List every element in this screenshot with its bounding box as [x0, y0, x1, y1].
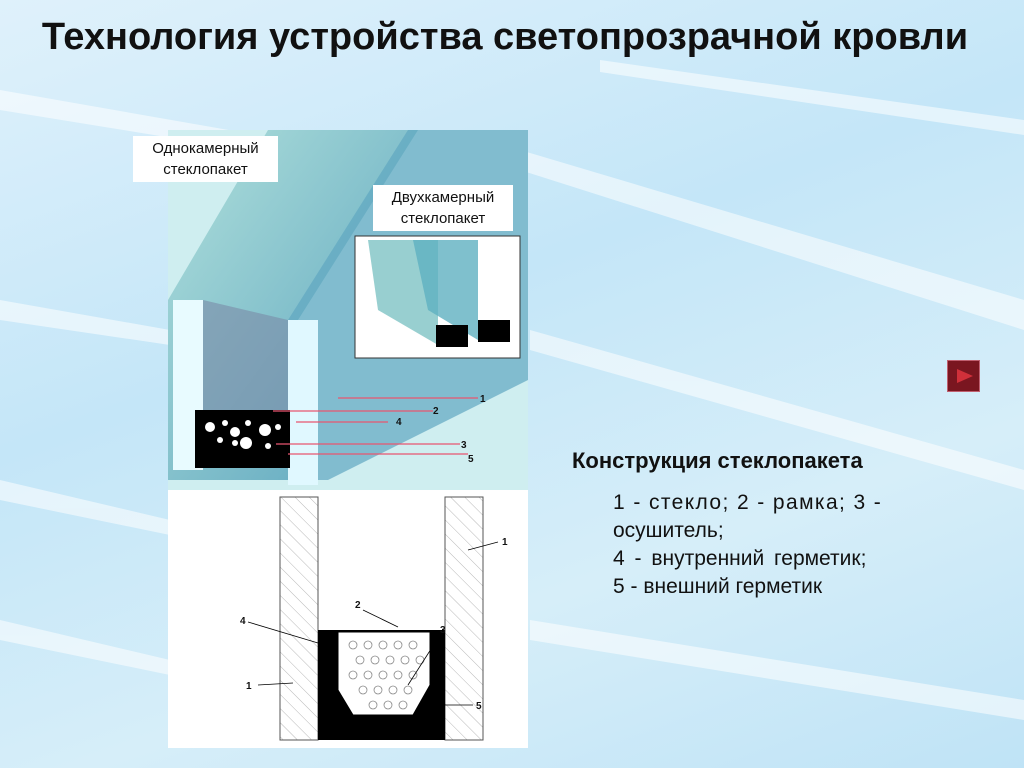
label-single-chamber: Однокамерный стеклопакет	[133, 136, 278, 182]
callout-1: 1	[480, 394, 486, 405]
legend-line: 5 - внешний герметик	[613, 575, 823, 598]
play-next-icon	[957, 369, 973, 383]
section-callout-1-left: 1	[246, 681, 252, 692]
callout-5: 5	[468, 454, 474, 465]
legend-line: 1 - стекло; 2 - рамка; 3 -	[613, 491, 883, 514]
callout-3: 3	[461, 440, 467, 451]
section-callout-5: 5	[476, 701, 482, 712]
section-callout-1-right: 1	[502, 537, 508, 548]
construction-legend: 1 - стекло; 2 - рамка; 3 - осушитель; 4 …	[613, 489, 958, 601]
label-double-chamber: Двухкамерный стеклопакет	[373, 185, 513, 231]
callout-2: 2	[433, 406, 439, 417]
legend-line: 4 - внутренний герметик;	[613, 547, 867, 570]
glazing-figure: 1 2 4 3 5 1 1 2	[133, 130, 528, 748]
next-slide-button[interactable]	[947, 360, 980, 392]
section-callout-2: 2	[355, 600, 361, 611]
section-callout-3: 3	[440, 625, 446, 636]
legend-line: осушитель;	[613, 519, 724, 542]
construction-heading: Конструкция стеклопакета	[572, 448, 863, 473]
section-callout-4: 4	[240, 616, 246, 627]
callout-4: 4	[396, 417, 402, 428]
page-title: Технология устройства светопрозрачной кр…	[41, 16, 969, 58]
